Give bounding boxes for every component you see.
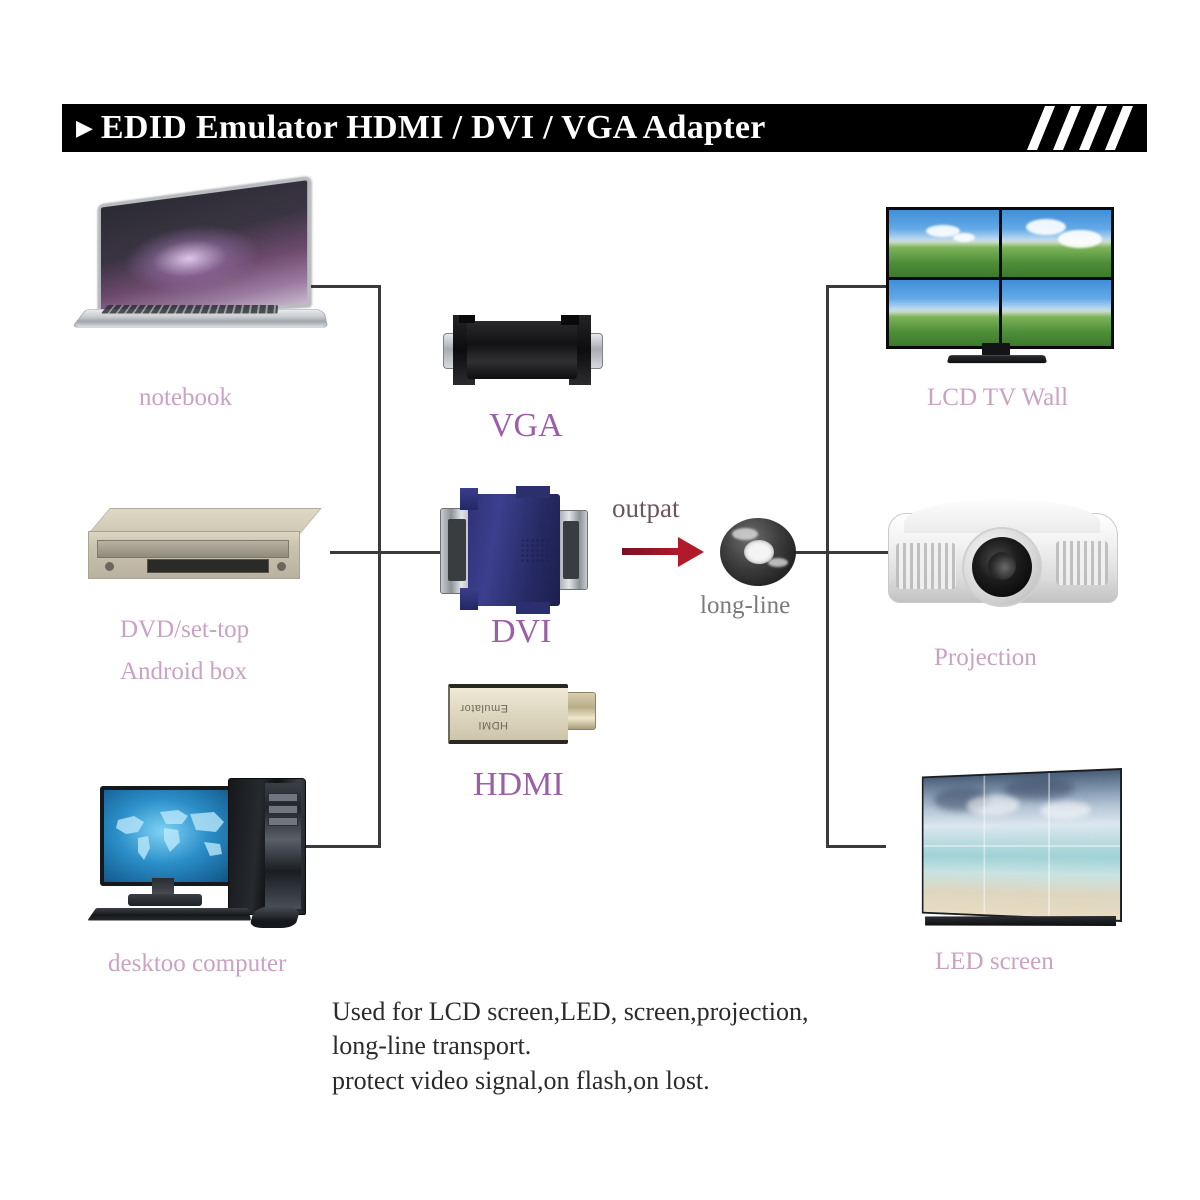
device-notebook bbox=[71, 176, 336, 355]
projector-vent-right bbox=[1056, 541, 1108, 585]
label-vga: VGA bbox=[489, 407, 563, 444]
pc-keyboard bbox=[87, 908, 252, 921]
connector-line-ledscreen bbox=[826, 845, 886, 848]
label-hdmi: HDMI bbox=[473, 766, 564, 803]
pc-tower-front-face bbox=[265, 783, 301, 909]
label-output: outpat bbox=[612, 493, 680, 523]
dvd-front-panel bbox=[88, 531, 300, 579]
laptop-screen bbox=[98, 176, 312, 319]
cloud-shape bbox=[1025, 219, 1066, 236]
label-dvd-set-top: DVD/set-top bbox=[120, 616, 250, 643]
dvi-side-tab bbox=[460, 488, 478, 510]
pc-tower bbox=[228, 778, 306, 915]
dvi-texture-grid bbox=[520, 538, 548, 564]
device-led-video-wall bbox=[888, 768, 1128, 938]
vga-notch bbox=[561, 315, 579, 325]
device-tv-video-wall bbox=[886, 207, 1116, 372]
dvi-side-tab bbox=[460, 588, 478, 610]
tv-panel bbox=[1001, 210, 1111, 277]
dvi-pin-slot bbox=[448, 519, 466, 581]
dvi-top-tab bbox=[516, 486, 550, 498]
led-wall-base bbox=[925, 916, 1116, 926]
adapter-vga bbox=[443, 315, 603, 387]
tv-panel bbox=[1001, 279, 1111, 346]
led-bezel-seam bbox=[923, 845, 1121, 847]
led-wall-panels bbox=[921, 768, 1122, 922]
dvd-eject-button bbox=[277, 562, 286, 571]
output-arrow-shaft bbox=[622, 548, 680, 555]
coil-inner-hole bbox=[744, 540, 774, 564]
coil-highlight bbox=[768, 558, 788, 567]
label-lcd-tv-wall: LCD TV Wall bbox=[927, 384, 1069, 411]
label-notebook: notebook bbox=[139, 384, 233, 411]
connector-line-left-spine bbox=[378, 285, 381, 847]
tv-panel bbox=[889, 210, 999, 277]
projector-vent-left bbox=[896, 543, 956, 589]
cloud-shape bbox=[926, 224, 961, 237]
label-led-screen: LED screen bbox=[935, 948, 1054, 975]
pc-monitor bbox=[100, 786, 238, 886]
dvi-bottom-tab bbox=[516, 602, 550, 614]
dvi-connector-metal-right bbox=[556, 510, 588, 590]
long-line-coil bbox=[720, 518, 800, 588]
label-desktop-computer: desktoo computer bbox=[108, 950, 287, 977]
slash-stripes-icon bbox=[1027, 106, 1133, 150]
connector-line-right-spine bbox=[826, 285, 829, 847]
device-desktop-computer bbox=[87, 778, 330, 938]
play-triangle-icon: ▶ bbox=[76, 115, 93, 140]
banner-title-text: EDID Emulator HDMI / DVI / VGA Adapter bbox=[100, 109, 766, 146]
cloud-shape bbox=[966, 794, 1020, 816]
adapter-dvi bbox=[440, 486, 595, 614]
laptop-wallpaper-glow bbox=[125, 219, 258, 296]
pc-monitor-neck bbox=[152, 878, 174, 896]
tv-stand-base bbox=[946, 355, 1048, 364]
pc-monitor-foot bbox=[128, 894, 202, 906]
cloud-shape bbox=[1058, 229, 1103, 248]
connector-line-tvwall bbox=[826, 285, 886, 288]
dvi-pin-slot bbox=[563, 521, 579, 579]
label-projection: Projection bbox=[934, 644, 1037, 671]
laptop-keyboard bbox=[100, 305, 278, 314]
cloud-shape bbox=[952, 232, 975, 242]
connector-line-dvd-to-adapters bbox=[330, 551, 445, 554]
pc-drive-bay bbox=[268, 805, 298, 814]
dvd-disc-tray bbox=[147, 559, 269, 573]
vga-notch bbox=[459, 315, 475, 323]
tv-wall-panels bbox=[886, 207, 1114, 349]
connector-line-projector bbox=[790, 551, 888, 554]
dvd-control-strip bbox=[97, 540, 289, 558]
pc-drive-bay bbox=[268, 793, 298, 802]
label-long-line: long-line bbox=[700, 592, 791, 619]
tv-stand-neck bbox=[982, 343, 1010, 355]
coil-highlight bbox=[732, 528, 758, 540]
output-arrow-head bbox=[678, 537, 704, 567]
vga-housing-body bbox=[467, 321, 577, 379]
pc-mouse bbox=[248, 906, 302, 928]
projector-lens bbox=[972, 537, 1032, 597]
connector-line-desktop bbox=[305, 845, 381, 848]
projector-lens-ring bbox=[962, 527, 1042, 607]
projector-lens-inner bbox=[988, 552, 1016, 580]
pc-drive-bay bbox=[268, 817, 298, 826]
description-text: Used for LCD screen,LED, screen,projecti… bbox=[332, 997, 809, 1095]
dvd-power-button bbox=[105, 562, 114, 571]
device-dvd-set-top-box bbox=[88, 508, 322, 608]
world-map-wallpaper-icon bbox=[116, 810, 224, 860]
tv-panel bbox=[889, 279, 999, 346]
label-android-box: Android box bbox=[120, 658, 248, 685]
title-banner: ▶ EDID Emulator HDMI / DVI / VGA Adapter bbox=[62, 104, 1147, 152]
dvi-housing-body bbox=[468, 486, 560, 614]
connector-line-notebook bbox=[305, 285, 381, 288]
label-dvi: DVI bbox=[491, 613, 552, 650]
device-projector bbox=[888, 495, 1120, 610]
cloud-shape bbox=[1004, 776, 1075, 800]
